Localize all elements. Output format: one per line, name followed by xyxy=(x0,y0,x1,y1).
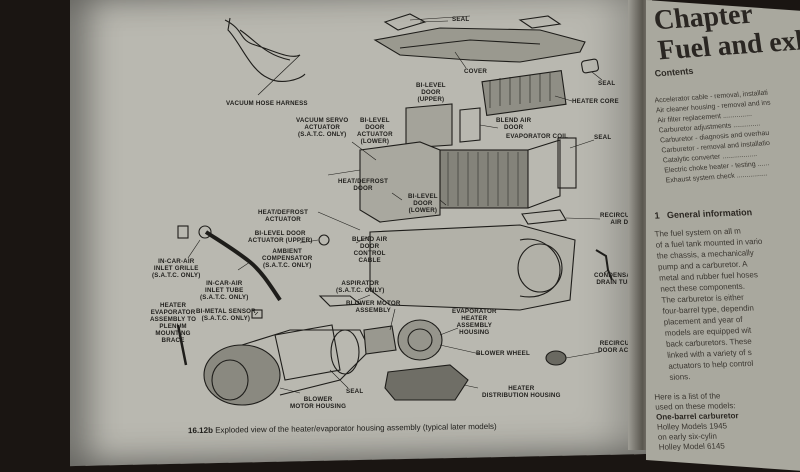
label-evaporator-heater-housing: EVAPORATOR HEATER ASSEMBLY HOUSING xyxy=(452,308,497,336)
label-seal-right-top: SEAL xyxy=(598,80,616,87)
label-cover: COVER xyxy=(464,68,488,75)
section-number: 1 xyxy=(654,210,661,221)
label-vacuum-servo-actuator: VACUUM SERVO ACTUATOR (S.A.T.C. ONLY) xyxy=(296,117,349,138)
label-evaporator-coil: EVAPORATOR COIL xyxy=(506,133,569,140)
section-body: The fuel system on all m of a fuel tank … xyxy=(654,222,800,383)
heater-core-part xyxy=(481,69,567,117)
label-seal-top: SEAL xyxy=(452,16,470,23)
label-heat-defrost-door: HEAT/DEFROST DOOR xyxy=(338,178,389,192)
label-bilevel-door-upper: BI-LEVEL DOOR (UPPER) xyxy=(416,82,446,103)
seal-top xyxy=(383,13,562,31)
label-blower-motor-housing: BLOWER MOTOR HOUSING xyxy=(290,396,347,410)
label-blend-air-door-control-cable: BLEND AIR DOOR CONTROL CABLE xyxy=(352,236,388,264)
label-bi-metal-sensor: BI-METAL SENSOR (S.A.T.C. ONLY) xyxy=(196,308,256,322)
contents-list: Accelerator cable - removal, installati … xyxy=(654,88,781,186)
label-in-car-air-inlet-tube: IN-CAR-AIR INLET TUBE (S.A.T.C. ONLY) xyxy=(200,280,249,301)
evaporator-coil-part xyxy=(439,149,529,209)
lower-housing xyxy=(369,224,576,311)
label-blower-wheel: BLOWER WHEEL xyxy=(476,350,530,357)
label-heater-core: HEATER CORE xyxy=(572,98,619,105)
section-title: General information xyxy=(666,207,753,221)
label-blower-motor-assembly: BLOWER MOTOR ASSEMBLY xyxy=(346,300,401,314)
label-bilevel-door-lower: BI-LEVEL DOOR (LOWER) xyxy=(408,193,438,214)
bilevel-door-upper-part xyxy=(405,103,453,149)
blower-motor-housing-part xyxy=(203,344,281,406)
contents-title: Contents xyxy=(654,65,695,79)
label-heater-evaporator-brace: HEATER EVAPORATOR ASSEMBLY TO PLENUM MOU… xyxy=(150,302,197,344)
vacuum-hose-harness xyxy=(224,17,306,82)
label-seal-right-mid: SEAL xyxy=(594,134,612,141)
label-in-car-air-inlet-grille: IN-CAR-AIR INLET GRILLE (S.A.T.C. ONLY) xyxy=(152,258,201,279)
figure-number: 16.12b xyxy=(187,425,213,436)
label-heater-distribution-housing: HEATER DISTRIBUTION HOUSING xyxy=(482,385,561,399)
label-ambient-compensator: AMBIENT COMPENSATOR (S.A.T.C. ONLY) xyxy=(262,248,313,269)
label-condensate-drain-tube: CONDENSATE DRAIN TUBE xyxy=(594,272,639,286)
cover-part xyxy=(373,27,586,63)
label-bilevel-door-actuator-lower: BI-LEVEL DOOR ACTUATOR (LOWER) xyxy=(357,117,393,145)
upper-housing xyxy=(359,141,441,223)
label-blend-air-door: BLEND AIR DOOR xyxy=(496,117,532,131)
subsection-line: Holley Model 6145 xyxy=(658,441,726,452)
exploded-view-diagram xyxy=(203,13,586,406)
heater-distribution-part xyxy=(384,364,469,401)
label-heat-defrost-actuator: HEAT/DEFROST ACTUATOR xyxy=(258,209,309,223)
subsection: Here is a list of the used on these mode… xyxy=(654,391,742,453)
label-vacuum-hose-harness: VACUUM HOSE HARNESS xyxy=(226,100,308,107)
label-bilevel-door-actuator-upper: BI-LEVEL DOOR ACTUATOR (UPPER) xyxy=(248,230,313,244)
book-right-page: Chapter Fuel and exh Contents Accelerato… xyxy=(646,0,800,472)
chapter-heading: Chapter Fuel and exh xyxy=(652,0,800,66)
section-heading: 1 General information xyxy=(654,207,753,220)
label-aspirator: ASPIRATOR (S.A.T.C. ONLY) xyxy=(336,280,385,294)
blower-wheel-part xyxy=(397,319,443,361)
label-seal-bottom: SEAL xyxy=(346,388,364,395)
